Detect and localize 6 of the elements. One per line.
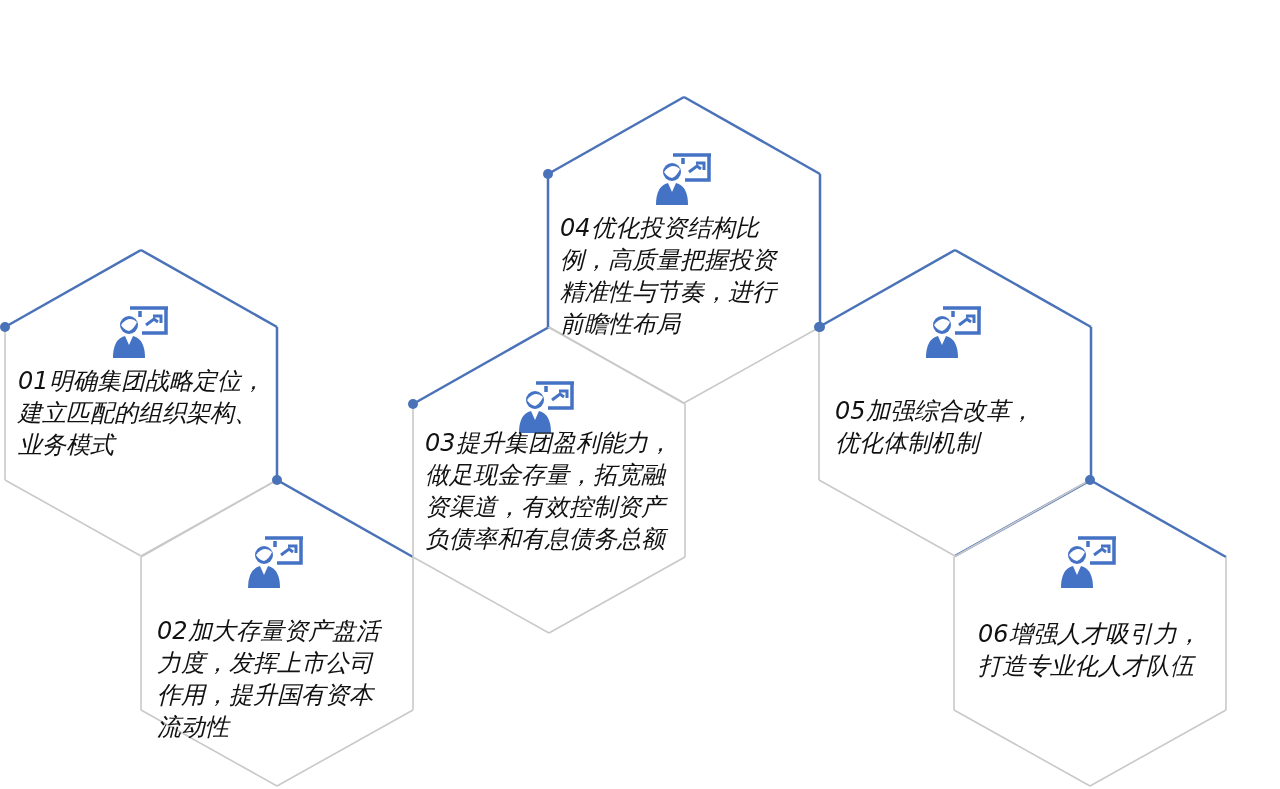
hexagon-text: 03提升集团盈利能力，做足现金存量，拓宽融资渠道，有效控制资产负债率和有息债务总额	[425, 428, 673, 555]
hexagon-text: 01明确集团战略定位，建立匹配的组织架构、业务模式	[18, 366, 266, 461]
hexagon-text: 02加大存量资产盘活力度，发挥上市公司作用，提升国有资本流动性	[157, 616, 383, 743]
hexagon-text: 06增强人才吸引力，打造专业化人才队伍	[978, 619, 1202, 682]
hexagon-text: 05加强综合改革，优化体制机制	[835, 396, 1035, 459]
hexagon-text: 04优化投资结构比例，高质量把握投资精准性与节奏，进行前瞻性布局	[560, 213, 779, 340]
